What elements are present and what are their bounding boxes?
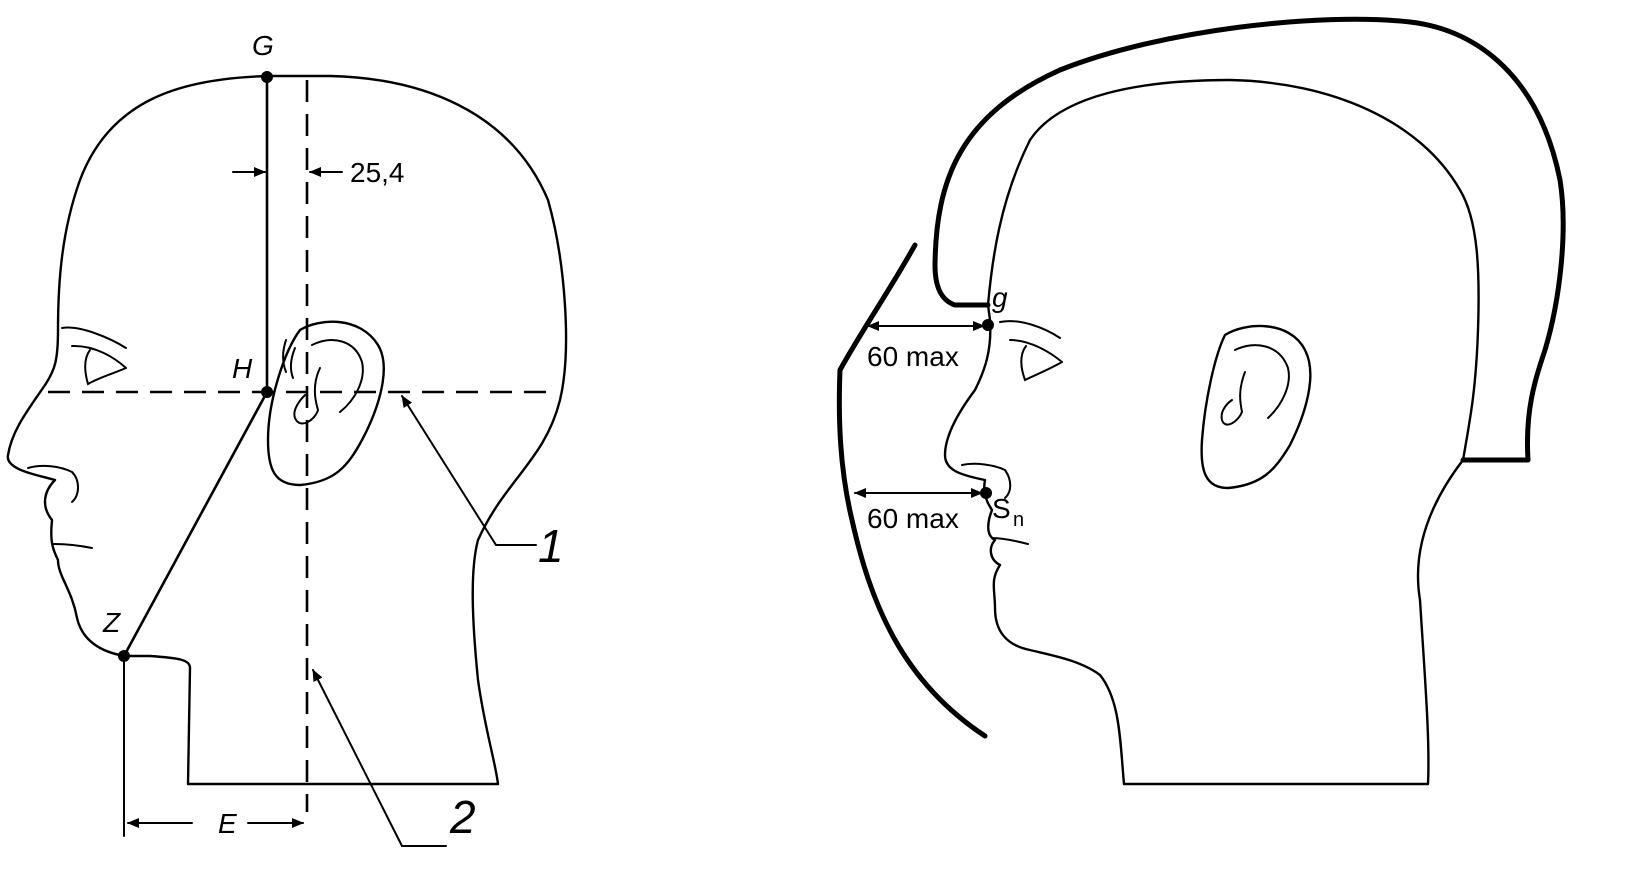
lower-clearance-label: 60 max [867, 503, 959, 534]
right-ear-helix [1234, 344, 1290, 419]
helmet-shell [932, 16, 1566, 463]
callout-2-label: 2 [449, 791, 476, 843]
callout-1-leader [401, 395, 497, 546]
right-head-figure: g 60 max S n 60 max [836, 16, 1566, 786]
point-g-label: G [252, 30, 274, 61]
point-z-label: Z [102, 607, 121, 638]
left-ear-helix [311, 339, 364, 413]
point-h-label: H [232, 353, 253, 384]
right-ear-concha [1220, 371, 1246, 426]
right-ear [1200, 324, 1312, 490]
left-head-figure: 25,4 E G H Z 1 2 [6, 30, 568, 847]
upper-clearance-label: 60 max [867, 341, 959, 372]
left-nostril [27, 464, 79, 503]
point-g [261, 71, 273, 83]
right-mouth [991, 537, 1029, 545]
point-g-lower-label: g [992, 282, 1008, 313]
callout-2-leader [312, 669, 403, 847]
right-eyebrow [999, 320, 1061, 339]
left-eye-upper [71, 344, 127, 369]
offset-label: 25,4 [350, 157, 405, 188]
left-ear [266, 320, 385, 487]
point-g-lower [982, 319, 994, 331]
point-sn-label: S [992, 493, 1011, 524]
left-ear-arc [282, 339, 287, 373]
point-sn [980, 487, 992, 499]
left-ear-tragus [289, 347, 296, 379]
callout-1-label: 1 [538, 520, 564, 572]
h-z-line [122, 390, 269, 658]
left-eye-lower [84, 349, 127, 386]
point-h [261, 386, 273, 398]
point-z [118, 650, 130, 662]
right-eye-upper [1009, 339, 1063, 363]
face-shield [836, 242, 988, 739]
left-head-profile [6, 74, 568, 786]
right-head-profile [943, 78, 1480, 786]
right-nostril [961, 462, 1012, 499]
point-sn-subscript: n [1013, 509, 1024, 531]
left-eyebrow [61, 326, 127, 349]
right-eye-lower [1020, 345, 1063, 382]
left-mouth [53, 543, 93, 549]
e-label: E [218, 808, 237, 839]
